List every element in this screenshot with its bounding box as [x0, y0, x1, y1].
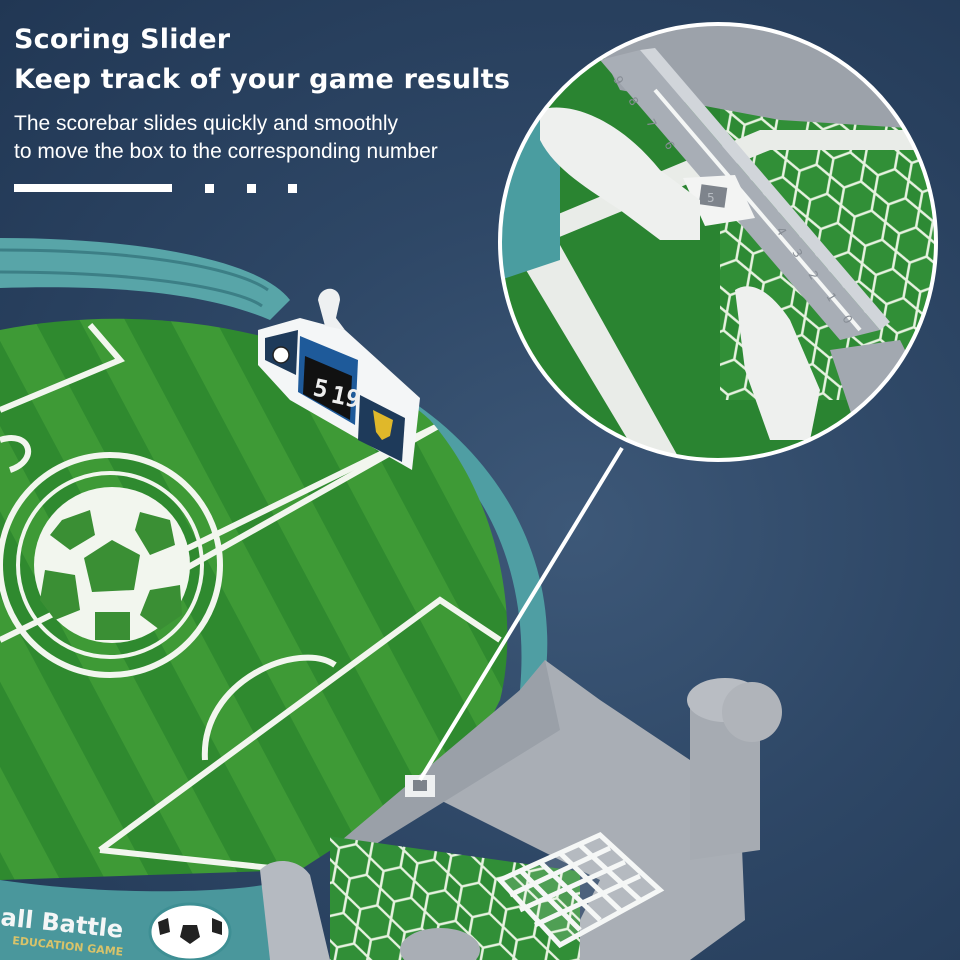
trophy-topper — [318, 288, 345, 330]
decorative-bar — [14, 184, 172, 192]
description-line-2: to move the box to the corresponding num… — [14, 140, 438, 163]
score-right: 19 — [329, 380, 363, 413]
headline-subtitle: Keep track of your game results — [14, 64, 511, 95]
player-figure-bottom — [735, 286, 820, 440]
score-slider-box[interactable]: 5 — [683, 175, 755, 226]
decorative-dot — [247, 184, 256, 193]
decorative-dot — [205, 184, 214, 193]
scoreboard: 5 19 — [258, 288, 420, 470]
center-football-graphic — [16, 471, 204, 659]
description-line-1: The scorebar slides quickly and smoothly — [14, 112, 399, 135]
callout-pointer-line — [418, 446, 624, 782]
headline-block: Scoring Slider Keep track of your game r… — [14, 22, 510, 166]
decorative-dot — [288, 184, 297, 193]
headline-title: Scoring Slider — [14, 24, 231, 55]
selected-score: 5 — [707, 191, 715, 205]
player-figure-top — [540, 107, 700, 240]
score-left: 5 — [311, 373, 331, 403]
goal-assembly — [260, 660, 782, 960]
goal-net — [495, 832, 665, 949]
zoom-detail-circle: 9 8 7 6 4 3 2 1 0 5 — [498, 22, 938, 462]
